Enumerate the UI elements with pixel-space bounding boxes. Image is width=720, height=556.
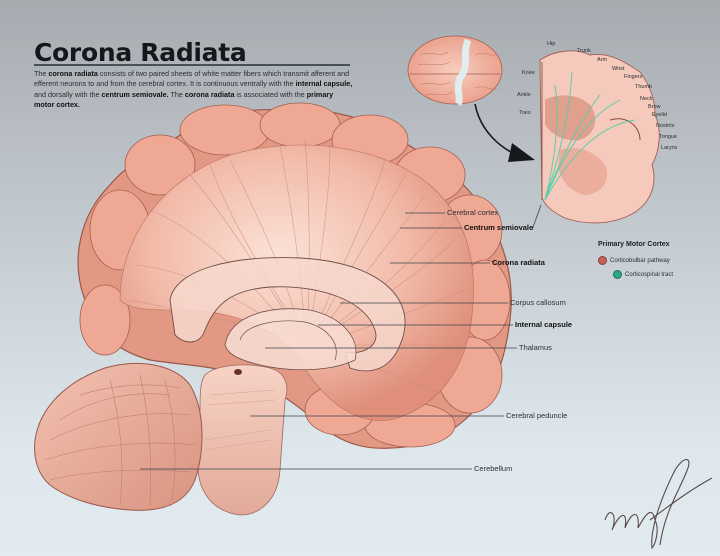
homunculus-hip: Hip	[547, 41, 556, 47]
legend-label: Corticospinal tract	[625, 271, 674, 278]
description: The corona radiata consists of two paire…	[34, 69, 354, 111]
homunculus-brow: Brow	[648, 104, 661, 110]
homunculus-ankle: Ankle	[517, 92, 531, 98]
label-leaders	[140, 204, 542, 470]
label-thalamus: Thalamus	[519, 343, 552, 352]
homunculus-tongue: Tongue	[659, 134, 678, 140]
desc-text: The	[168, 89, 185, 99]
homunculus-knee: Knee	[522, 70, 535, 76]
cerebrum	[77, 102, 512, 516]
homunculus-nostrils: Nostrils	[656, 123, 675, 129]
homunculus-larynx: Larynx	[661, 145, 678, 151]
legend-label: Corticobulbar pathway	[610, 257, 670, 264]
label-corona-radiata: Corona radiata	[492, 258, 545, 267]
coronal-section	[539, 50, 660, 224]
label-centrum-semiovale: Centrum semiovale	[464, 223, 534, 232]
legend-item-corticospinal: Corticospinal tract	[613, 270, 673, 279]
desc-term: corona radiata	[48, 69, 98, 78]
desc-term: centrum semiovale.	[101, 89, 169, 99]
green-dot-icon	[613, 270, 622, 279]
top-view-brain	[407, 35, 535, 162]
homunculus-thumb: Thumb	[635, 84, 653, 90]
label-cerebellum: Cerebellum	[474, 464, 513, 473]
homunculus-eyelid: Eyelid	[652, 112, 667, 118]
cerebellum	[34, 362, 203, 511]
title-divider	[34, 64, 350, 66]
homunculus-fingers: Fingers	[624, 74, 643, 80]
red-dot-icon	[598, 256, 607, 265]
desc-text: The	[34, 69, 49, 78]
desc-term: corona radiata	[184, 89, 235, 99]
desc-text: is associated with the	[234, 89, 307, 99]
homunculus-neck: Neck	[640, 96, 653, 102]
desc-term: primary motor cortex.	[34, 89, 334, 110]
signature	[604, 459, 713, 550]
legend-item-corticobulbar: Corticobulbar pathway	[598, 256, 670, 265]
desc-text: and dorsally with the	[34, 89, 102, 99]
label-internal-capsule: Internal capsule	[515, 320, 573, 329]
label-cerebral-cortex: Cerebral cortex	[447, 208, 499, 217]
label-corpus-callosum: Corpus callosum	[510, 298, 566, 307]
desc-text: consists of two paired sheets of white m…	[34, 69, 350, 89]
page-title: Corona Radiata	[34, 38, 247, 67]
homunculus-wrist: Wrist	[612, 66, 625, 72]
legend-title: Primary Motor Cortex	[598, 241, 670, 248]
homunculus-trunk: Trunk	[577, 48, 591, 54]
desc-term: internal capsule,	[295, 79, 353, 89]
homunculus-arm: Arm	[597, 57, 608, 63]
homunculus-toes: Toes	[519, 110, 531, 116]
label-cerebral-peduncle: Cerebral peduncle	[506, 411, 568, 420]
